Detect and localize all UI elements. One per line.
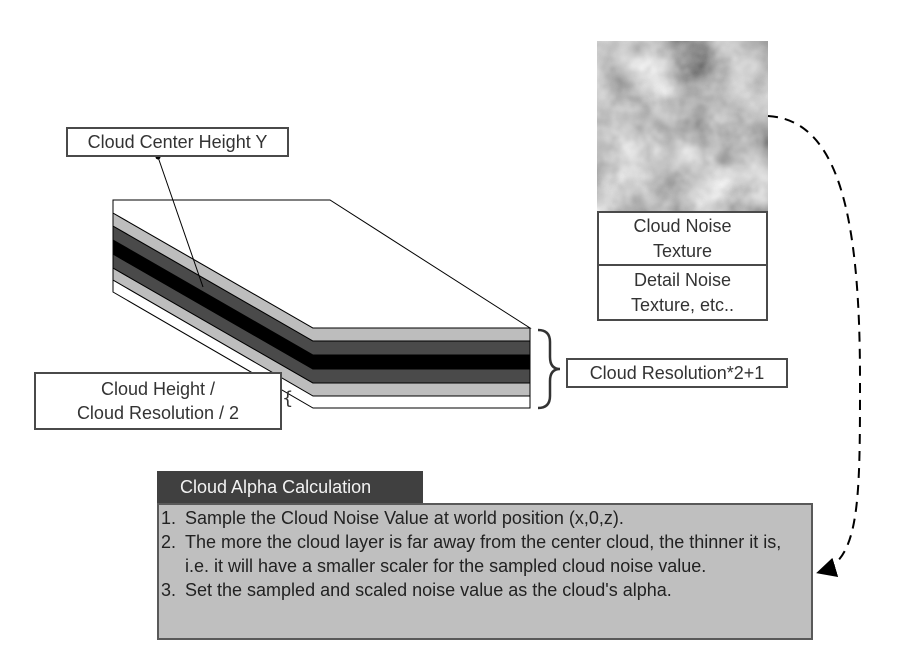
detail-line2: Texture, etc..: [630, 294, 735, 315]
noise-image-placeholder: [597, 41, 768, 211]
dashed-arrow: [767, 115, 862, 577]
calc-step-number: 1.: [161, 508, 177, 528]
cloud-center-height-label: Cloud Center Height Y: [66, 127, 289, 157]
small-brace: {: [282, 388, 294, 409]
calc-step-number: 2.: [161, 532, 177, 552]
cloud-height-line1: Cloud Height /: [100, 379, 216, 399]
calc-step-number: 3.: [161, 580, 177, 600]
calc-step-text: Sample the Cloud Noise Value at world po…: [185, 508, 624, 528]
noise-line1: Cloud Noise: [633, 215, 732, 236]
calc-body: 1. Sample the Cloud Noise Value at world…: [157, 503, 813, 640]
resolution-brace: [537, 328, 561, 410]
calc-step: 3. Set the sampled and scaled noise valu…: [161, 578, 803, 602]
detail-noise-texture-cell: Detail Noise Texture, etc..: [597, 266, 768, 321]
cloud-noise-image: [597, 41, 768, 211]
cloud-height-line2: Cloud Resolution / 2: [76, 403, 240, 423]
calc-step-text: The more the cloud layer is far away fro…: [185, 532, 782, 576]
cloud-height-label: Cloud Height / Cloud Resolution / 2: [34, 372, 282, 430]
cloud-noise-texture-cell: Cloud Noise Texture: [597, 211, 768, 266]
calc-step: 2. The more the cloud layer is far away …: [161, 530, 803, 578]
cloud-layers: [112, 199, 532, 409]
calc-steps: 1. Sample the Cloud Noise Value at world…: [161, 506, 803, 602]
cloud-resolution-label: Cloud Resolution*2+1: [566, 358, 788, 388]
calc-title: Cloud Alpha Calculation: [180, 476, 372, 497]
texture-panel: Cloud Noise Texture Detail Noise Texture…: [597, 41, 768, 321]
calc-step-text: Set the sampled and scaled noise value a…: [185, 580, 672, 600]
cloud-resolution-text: Cloud Resolution*2+1: [589, 363, 765, 383]
detail-line1: Detail Noise: [633, 269, 732, 290]
center-height-pointer: [157, 156, 204, 288]
calc-header: Cloud Alpha Calculation: [157, 471, 423, 503]
noise-line2: Texture: [652, 240, 713, 261]
layer-top-white: [112, 199, 532, 329]
cloud-center-height-text: Cloud Center Height Y: [87, 132, 268, 152]
calc-step: 1. Sample the Cloud Noise Value at world…: [161, 506, 803, 530]
